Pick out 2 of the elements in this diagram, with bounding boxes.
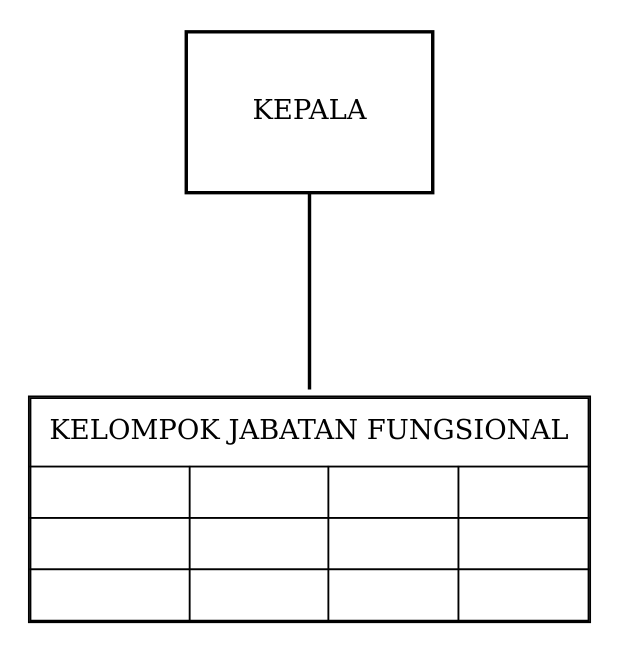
connector [308,193,312,390]
node-box: KEPALA [184,30,434,194]
